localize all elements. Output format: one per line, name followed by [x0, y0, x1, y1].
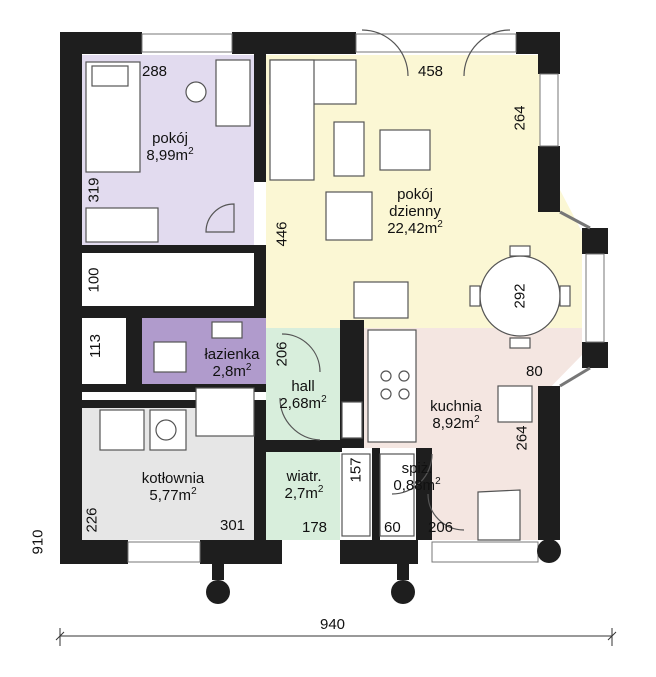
dimension-lines — [55, 628, 617, 646]
hall-fill — [266, 328, 340, 440]
dim-910: 910 — [29, 529, 47, 555]
dim-292: 292 — [511, 283, 529, 309]
boiler-room-name: kotłownia — [141, 470, 205, 487]
boiler-room-label: kotłownia 5,77m2 — [128, 470, 218, 504]
bedroom-label: pokój 8,99m2 — [130, 130, 210, 164]
dim-157: 157 — [347, 457, 365, 483]
kitchen-label: kuchnia 8,92m2 — [416, 398, 496, 432]
bathroom-area-value: 2,8m — [212, 363, 246, 380]
windows — [127, 33, 605, 563]
dim-319: 319 — [85, 177, 103, 203]
kitchen-area-sup: 2 — [474, 414, 480, 425]
dim-940: 940 — [320, 616, 346, 633]
furniture — [85, 29, 561, 541]
kitchen-fill — [364, 328, 582, 540]
dim-100: 100 — [85, 267, 103, 293]
boiler-room-area: 5,77m2 — [128, 486, 218, 505]
dim-458: 458 — [418, 63, 444, 80]
dim-446: 446 — [273, 221, 291, 247]
entrance-posts — [206, 539, 561, 604]
living-room-label: pokój dzienny 22,42m2 — [370, 186, 460, 237]
dim-206-hall: 206 — [273, 341, 291, 367]
dining-chairs — [469, 245, 571, 349]
bedroom-area-sup: 2 — [188, 146, 194, 157]
dim-301: 301 — [220, 517, 246, 534]
pantry-area-value: 0,88m — [393, 477, 436, 494]
hall-area: 2,68m2 — [266, 394, 340, 413]
living-room-name-2: dzienny — [389, 203, 441, 220]
vestibule-fill — [266, 452, 340, 540]
living-room-area-sup: 2 — [437, 219, 443, 230]
dim-264-top: 264 — [511, 105, 529, 131]
hall-area-sup: 2 — [321, 394, 327, 405]
kitchen-name: kuchnia — [430, 398, 482, 415]
bathroom-label: łazienka 2,8m2 — [192, 346, 272, 380]
living-room-name-1: pokój — [397, 186, 433, 203]
bedroom-area-value: 8,99m — [146, 147, 189, 164]
bedroom-name: pokój — [152, 130, 188, 147]
vestibule-area-value: 2,7m — [284, 485, 318, 502]
boiler-room-area-value: 5,77m — [149, 487, 192, 504]
boiler-room-area-sup: 2 — [191, 486, 197, 497]
vestibule-area: 2,7m2 — [268, 484, 340, 503]
vestibule-label: wiatr. 2,7m2 — [268, 468, 340, 502]
living-room-area: 22,42m2 — [370, 219, 460, 238]
kitchen-area: 8,92m2 — [416, 414, 496, 433]
dim-178: 178 — [302, 519, 328, 536]
pantry-label: spiż. 0,88m2 — [384, 460, 450, 494]
living-room-area-value: 22,42m — [387, 220, 438, 237]
bathroom-area: 2,8m2 — [192, 362, 272, 381]
bedroom-area: 8,99m2 — [130, 146, 210, 165]
pantry-name: spiż. — [401, 460, 433, 477]
vestibule-name: wiatr. — [286, 468, 322, 485]
dim-288: 288 — [142, 63, 168, 80]
dim-206-bottom: 206 — [428, 519, 454, 536]
bathroom-name: łazienka — [204, 346, 260, 363]
pantry-area: 0,88m2 — [384, 476, 450, 495]
pantry-area-sup: 2 — [435, 476, 441, 487]
hall-label: hall 2,68m2 — [266, 378, 340, 412]
dim-80: 80 — [526, 363, 543, 380]
kitchen-area-value: 8,92m — [432, 415, 475, 432]
dim-264-kitchen: 264 — [513, 425, 531, 451]
hall-area-value: 2,68m — [279, 395, 322, 412]
bathroom-area-sup: 2 — [245, 362, 252, 373]
dim-226: 226 — [83, 507, 101, 533]
hall-name: hall — [291, 378, 315, 395]
dim-60: 60 — [384, 519, 401, 536]
dim-113: 113 — [86, 334, 104, 358]
vestibule-area-sup: 2 — [317, 484, 324, 495]
